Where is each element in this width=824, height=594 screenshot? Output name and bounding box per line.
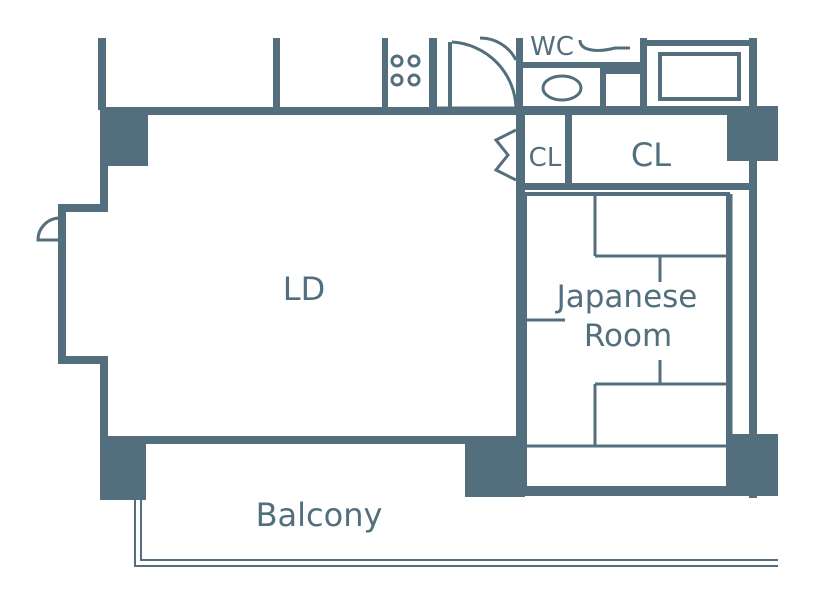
thin-lines — [36, 36, 778, 567]
balcony-rail-outer — [134, 497, 778, 567]
wall-stub-3 — [382, 38, 388, 110]
wall-bay-bottom — [58, 356, 108, 364]
japanese-room-inner-wall — [523, 192, 730, 490]
column-top-left — [100, 107, 148, 166]
washbasin-icon — [541, 74, 583, 102]
room-label-japanese-line2: Room — [584, 318, 672, 354]
room-label-cl-small: CL — [529, 143, 562, 173]
wall-cl-top — [516, 106, 751, 115]
wall-ld-bottom — [100, 436, 525, 444]
door-swing-wc — [479, 36, 518, 61]
room-label-ld: LD — [283, 270, 325, 308]
wall-right — [749, 38, 757, 498]
wall-left-lower — [100, 356, 108, 446]
room-label-wc: WC — [530, 32, 574, 62]
wall-bay-top — [58, 204, 108, 212]
wall-stub-1 — [98, 38, 106, 110]
column-bottom-center — [465, 438, 525, 497]
wall-stub-4 — [429, 38, 437, 110]
walls — [58, 38, 757, 498]
bathtub-icon — [658, 52, 741, 101]
room-label-japanese-line1: Japanese — [555, 279, 698, 315]
room-label-cl-large: CL — [631, 136, 671, 174]
wall-wc-top — [606, 68, 642, 74]
wall-japanese-bottom — [516, 488, 756, 496]
closet-door-icon — [493, 128, 517, 182]
wall-ld-right — [516, 107, 525, 497]
wall-cl-bottom — [516, 183, 751, 190]
wall-ld-top — [100, 107, 520, 115]
wall-bath-left — [640, 38, 647, 110]
toilet-icon — [578, 39, 630, 52]
column-bottom-left — [100, 436, 146, 500]
wall-wc-right — [600, 68, 606, 110]
door-swing-balcony — [36, 216, 62, 242]
wall-bay-left — [58, 204, 66, 364]
room-labels: LD WC CL CL Japanese Room Balcony — [256, 32, 698, 534]
stove-icon — [390, 54, 421, 87]
wall-left-upper — [100, 160, 108, 210]
wall-cl-divider — [565, 106, 572, 190]
wall-wc-mid — [523, 62, 640, 68]
wall-wc-left — [516, 38, 523, 110]
wall-stub-2 — [273, 38, 280, 110]
wall-bath-top — [645, 40, 755, 46]
door-swing-entry — [451, 40, 518, 109]
room-label-balcony: Balcony — [256, 496, 383, 534]
balcony-rail-inner — [140, 497, 778, 561]
